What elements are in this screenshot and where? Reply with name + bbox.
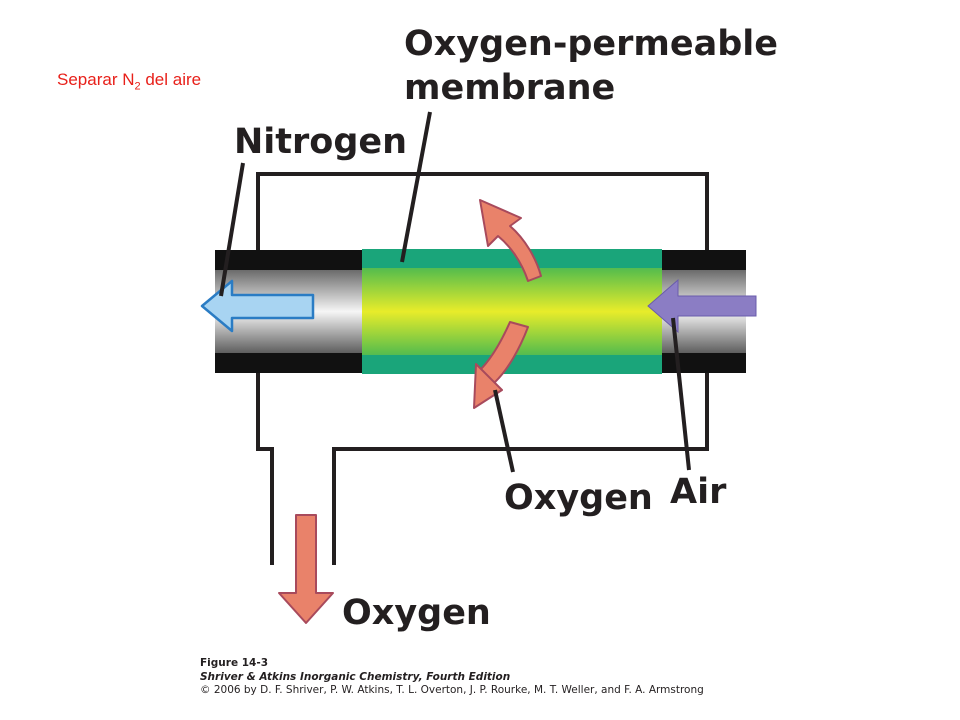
housing-bottom: [256, 370, 709, 565]
membrane-label-line1: Oxygen-permeable: [404, 24, 778, 64]
nitrogen-label: Nitrogen: [234, 122, 407, 162]
membrane-bottom-band: [362, 355, 662, 374]
membrane-label-line2: membrane: [404, 68, 615, 108]
caption-book-title: Shriver & Atkins Inorganic Chemistry, Fo…: [200, 670, 511, 683]
caption-copyright: © 2006 by D. F. Shriver, P. W. Atkins, T…: [200, 684, 704, 696]
nitrogen-arrow: [200, 279, 315, 333]
slide-note: Separar N2 del aire: [57, 70, 201, 92]
oxygen-arrow-down-head: [473, 363, 503, 409]
caption-figure-number: Figure 14-3: [200, 657, 268, 669]
membrane-pointer: [400, 111, 432, 263]
nitrogen-pointer: [219, 162, 245, 297]
oxygen-arrow-up: [479, 199, 542, 282]
oxygen-pointer: [493, 389, 515, 473]
housing-top: [256, 172, 709, 252]
oxygen-outlet-arrow: [278, 514, 334, 624]
air-label: Air: [670, 472, 727, 512]
note-text: Separar N: [57, 70, 135, 89]
note-suffix: del aire: [140, 70, 202, 89]
oxygen-permeate-label: Oxygen: [504, 478, 653, 518]
oxygen-outlet-label: Oxygen: [342, 593, 491, 633]
membrane-top-band: [362, 249, 662, 268]
figure-caption: Figure 14-3 Shriver & Atkins Inorganic C…: [200, 657, 704, 698]
air-pointer: [671, 317, 691, 471]
note-subscript: 2: [134, 80, 141, 93]
